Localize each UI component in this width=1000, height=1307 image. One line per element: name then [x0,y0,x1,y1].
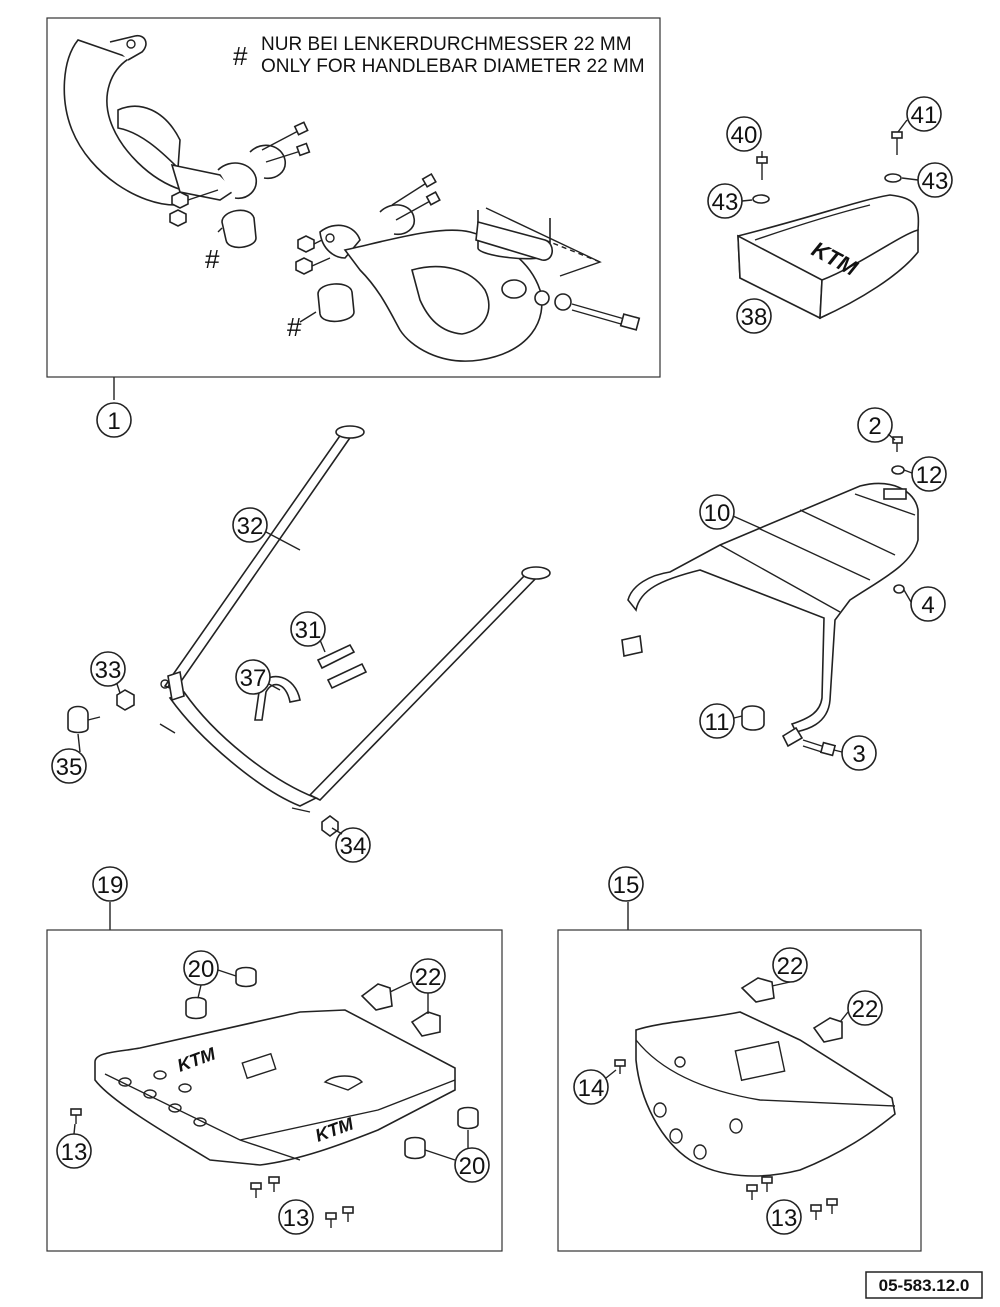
callout-34: 34 [335,827,371,863]
svg-text:33: 33 [95,657,122,684]
callout-38: 38 [736,298,772,334]
callout-13-kit15: 13 [766,1199,802,1235]
right-clamp-assembly [295,172,441,323]
skid-plate-kit-19-group: KTM KTM [46,902,503,1252]
callout-4: 4 [910,586,946,622]
callout-33: 33 [90,651,126,687]
svg-text:22: 22 [415,964,442,991]
svg-text:12: 12 [916,462,943,489]
svg-text:4: 4 [921,592,934,619]
handguard-kit-frame [46,17,661,378]
callout-31: 31 [290,611,326,647]
callout-20-bottom: 20 [454,1147,490,1183]
svg-text:40: 40 [731,122,758,149]
svg-text:38: 38 [741,304,768,331]
svg-text:20: 20 [188,956,215,983]
callout-32: 32 [232,507,268,543]
callout-12: 12 [911,456,947,492]
svg-text:43: 43 [922,168,949,195]
callout-3: 3 [841,735,877,771]
leader-lines [73,119,919,1161]
document-id: 05-583.12.0 [879,1276,970,1295]
luggage-rack-group [621,436,919,757]
svg-text:15: 15 [613,872,640,899]
svg-text:10: 10 [704,500,731,527]
callout-22-kit19: 22 [410,958,446,994]
svg-text:43: 43 [712,189,739,216]
note-line-de: NUR BEI LENKERDURCHMESSER 22 MM [261,34,632,55]
callout-11: 11 [699,703,735,739]
svg-text:13: 13 [283,1205,310,1232]
note-line-en: ONLY FOR HANDLEBAR DIAMETER 22 MM [261,56,645,77]
callout-43-right: 43 [917,162,953,198]
callout-22-kit15-right: 22 [847,990,883,1026]
svg-text:3: 3 [852,741,865,768]
callout-15: 15 [608,866,644,902]
callout-41: 41 [906,96,942,132]
callout-37: 37 [235,659,271,695]
svg-text:13: 13 [771,1205,798,1232]
bar-end-bolt [534,290,641,331]
svg-text:11: 11 [705,709,730,736]
svg-text:32: 32 [237,513,264,540]
svg-text:34: 34 [340,833,367,860]
callout-13-kit19-left: 13 [56,1133,92,1169]
svg-text:14: 14 [578,1075,605,1102]
handlebar-grip [475,207,602,277]
hash-mark-left: # [205,244,220,274]
svg-text:13: 13 [61,1139,88,1166]
svg-text:2: 2 [868,413,881,440]
callout-40: 40 [726,116,762,152]
skid-plate-kit-15-group [557,902,922,1252]
callout-19: 19 [92,866,128,902]
svg-text:20: 20 [459,1153,486,1180]
callout-13-kit19-bottom: 13 [278,1199,314,1235]
left-handguard [63,34,237,206]
callout-22-kit15-top: 22 [772,947,808,983]
callout-1: 1 [96,402,132,438]
svg-text:22: 22 [852,996,879,1023]
document-id-box: 05-583.12.0 [865,1271,983,1299]
callout-2: 2 [857,407,893,443]
svg-text:37: 37 [240,665,267,692]
svg-text:35: 35 [56,754,83,781]
handguard-kit-group: # NUR BEI LENKERDURCHMESSER 22 MM ONLY F… [46,17,661,400]
svg-text:41: 41 [911,102,938,129]
svg-text:31: 31 [295,617,322,644]
left-clamp-assembly [169,121,311,249]
skid-plate-kit-19-frame [46,929,503,1252]
callout-14: 14 [573,1069,609,1105]
svg-text:1: 1 [107,408,120,435]
callout-10: 10 [699,494,735,530]
hash-mark-right: # [287,312,302,342]
callout-20-top: 20 [183,950,219,986]
skid-plate-kit-15-frame [557,929,922,1252]
callout-43-left: 43 [707,183,743,219]
tank-bag-group: KTM [737,131,920,320]
svg-text:22: 22 [777,953,804,980]
svg-text:19: 19 [97,872,124,899]
callout-35: 35 [51,748,87,784]
note-hash-symbol: # [233,41,248,71]
center-stand-group [67,425,551,837]
